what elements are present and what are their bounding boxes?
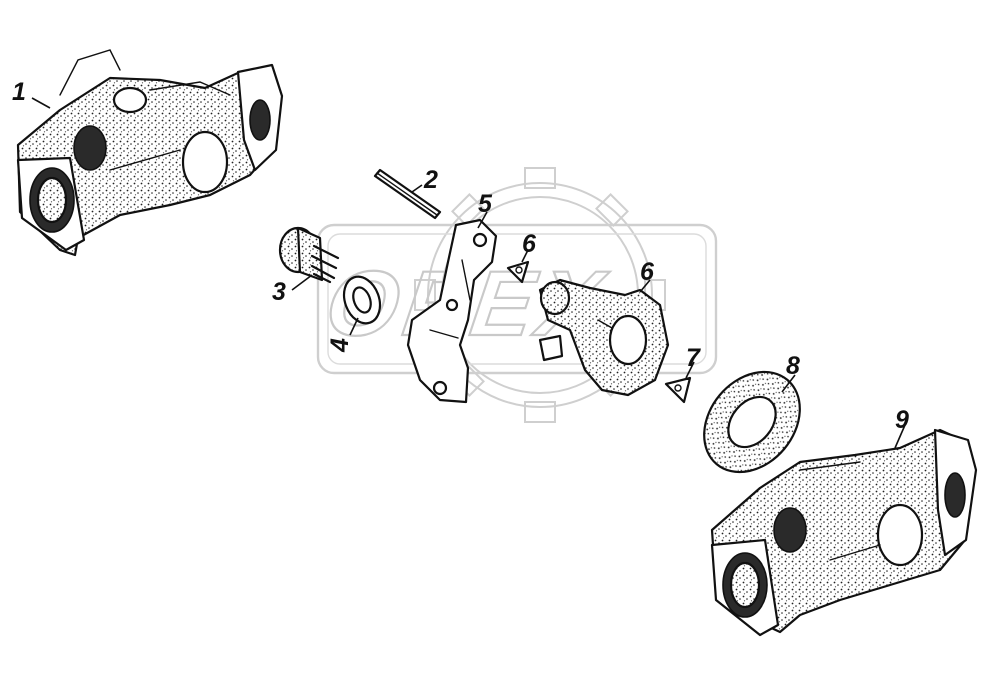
callouts: 1 2 3 4 5 6 6 7 8 9 bbox=[12, 78, 909, 434]
callout-6b: 7 bbox=[686, 344, 701, 372]
callout-2: 2 bbox=[423, 166, 438, 194]
part-9-housing bbox=[710, 428, 978, 637]
part-1-housing bbox=[16, 49, 284, 257]
part-6a-lock-washer bbox=[506, 260, 530, 284]
leader-lines bbox=[31, 97, 906, 449]
callout-4: 4 bbox=[326, 338, 354, 353]
callout-7: 6 bbox=[640, 258, 655, 286]
part-7-lever bbox=[538, 278, 670, 397]
callout-8: 8 bbox=[786, 352, 800, 380]
callout-5: 5 bbox=[478, 190, 493, 218]
callout-9: 9 bbox=[895, 406, 909, 434]
callout-1: 1 bbox=[12, 78, 26, 106]
part-5-lever-plate bbox=[406, 218, 498, 404]
callout-3: 3 bbox=[272, 278, 286, 306]
part-4-washer bbox=[342, 275, 382, 325]
part-3-plug bbox=[278, 226, 340, 284]
callout-6a: 6 bbox=[522, 230, 537, 258]
part-8-seal bbox=[703, 370, 801, 474]
part-2-pin bbox=[373, 168, 442, 220]
watermark-frame bbox=[316, 223, 718, 375]
part-6b-lock-washer bbox=[664, 376, 692, 404]
